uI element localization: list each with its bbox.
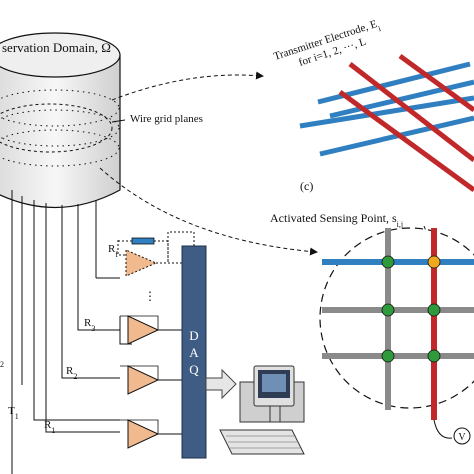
t1-label: T1 [8,405,19,421]
panel-c-label: (c) [300,179,313,193]
computer-icon [219,365,305,455]
resistor-icon [131,237,155,245]
domain-title: servation Domain, Ω [2,40,111,55]
svg-text:V: V [458,432,466,443]
electrode-grid-3d [299,53,474,193]
grid-highlight [0,103,113,153]
r2-label: R2 [66,365,77,381]
r1-label: R1 [44,419,55,435]
opamp-stage-1 [120,419,182,449]
lead-wires [11,190,120,474]
daq-letter-d: D [189,328,198,343]
daq-letter-q: Q [189,362,199,377]
ground-icon: V [453,427,471,445]
t2-partial-label: 2 [0,360,4,369]
arrow-icon [205,368,237,400]
sensing-zoom-circle [319,227,474,420]
wire-grid-label: Wire grid planes [130,113,203,125]
arrow-to-electrodes [111,71,264,101]
rf-label: Rf [108,243,118,259]
opamp-icon [125,249,158,277]
ellipsis-dots: ⋮ [144,289,156,303]
observation-cylinder [0,32,121,209]
opamp-stage-2 [120,365,182,395]
daq-letter-a: A [189,345,199,360]
daq-block: D A Q [181,245,207,459]
opamp-stage-3 [119,315,182,345]
feedback-stage [96,237,182,279]
activated-point-label: Activated Sensing Point, si,j [270,211,403,229]
r3-label: R3 [84,317,95,333]
